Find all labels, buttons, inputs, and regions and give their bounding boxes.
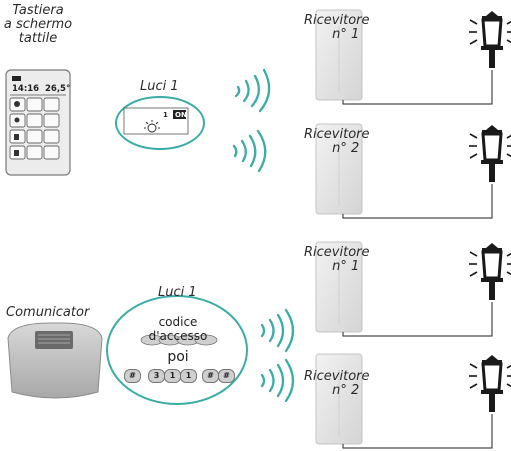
key-button-0: #	[124, 369, 141, 383]
communicator-device	[7, 322, 103, 399]
street-lamp-icon	[469, 125, 511, 182]
street-lamp-icon	[469, 355, 511, 412]
keypad-time: 14:16	[12, 84, 40, 94]
code-placeholder-keys	[140, 334, 218, 346]
signal-waves-top-1	[234, 68, 271, 113]
top-bubble-title: Luci 1	[140, 79, 179, 94]
battery-icon	[12, 76, 21, 81]
signal-waves-top-2	[232, 129, 267, 173]
switch-on-box	[173, 110, 186, 119]
street-lamp-icon	[469, 243, 511, 300]
lightbulb-icon	[144, 120, 160, 133]
keypad-label: Tastiera a schermo tattile	[3, 3, 73, 46]
key-button-5: #	[218, 369, 235, 383]
then-label: poi	[167, 349, 189, 365]
signal-waves-bottom-1	[260, 308, 295, 353]
key-button-2: 1	[164, 369, 181, 383]
touch-keypad	[5, 69, 71, 176]
receiver-top-2-label: Ricevitore n° 2	[304, 127, 370, 156]
key-button-3: 1	[180, 369, 197, 383]
receiver-top-1	[315, 9, 363, 101]
receiver-top-2	[315, 123, 363, 215]
communicator-label: Comunicator	[6, 305, 90, 320]
keypad-temperature: 26,5°	[45, 84, 71, 94]
signal-waves-bottom-2	[260, 358, 295, 403]
receiver-top-1-label: Ricevitore n° 1	[304, 13, 370, 42]
access-code-label: codice d'accesso	[148, 315, 208, 343]
key-button-1: 3	[148, 369, 165, 383]
street-lamp-icon	[469, 11, 511, 68]
bottom-bubble-title: Luci 1	[158, 285, 197, 300]
top-bubble	[115, 96, 205, 150]
switch-number: 1	[163, 111, 168, 119]
receiver-bottom-1-label: Ricevitore n° 1	[304, 245, 370, 274]
key-button-4: #	[202, 369, 219, 383]
sun-icon	[14, 101, 20, 107]
switch-state: ON	[175, 111, 187, 119]
receiver-bottom-2-label: Ricevitore n° 2	[304, 369, 370, 398]
receiver-bottom-2	[315, 353, 363, 445]
receiver-bottom-1	[315, 241, 363, 333]
